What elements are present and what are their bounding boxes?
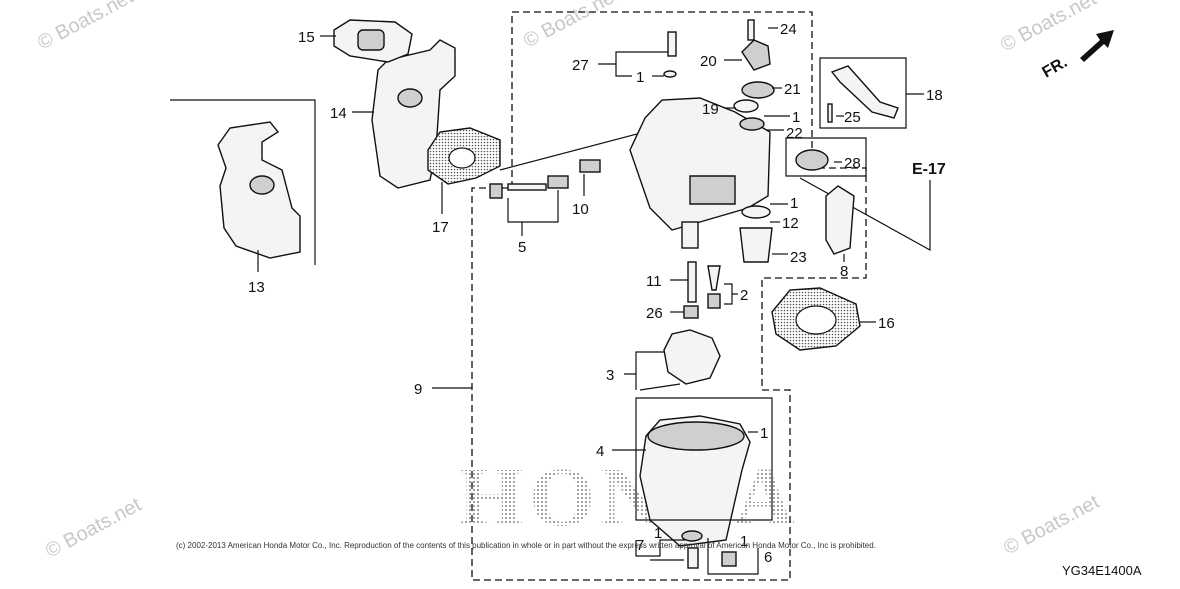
watermark-top-left: © Boats.net — [34, 0, 137, 54]
pin-25 — [827, 103, 833, 123]
o-ring-12 — [741, 205, 771, 219]
needle-2 — [707, 265, 721, 291]
gasket-15-port — [357, 29, 385, 51]
screw-5a — [489, 183, 503, 199]
label-17: 17 — [432, 219, 449, 236]
label-9: 9 — [414, 381, 422, 398]
part-8 — [825, 185, 855, 255]
lever-18 — [830, 65, 899, 119]
part-28 — [795, 149, 829, 171]
label-13: 13 — [248, 279, 265, 296]
label-8: 8 — [840, 263, 848, 280]
label-20: 20 — [700, 53, 717, 70]
label-1-d: 1 — [760, 425, 768, 442]
watermark-top-center: © Boats.net — [520, 0, 623, 52]
label-6: 6 — [764, 549, 772, 566]
label-1-b: 1 — [792, 109, 800, 126]
watermark-bottom-left: © Boats.net — [42, 494, 145, 563]
washer-7 — [681, 530, 703, 542]
part-21 — [741, 81, 775, 99]
part-22 — [739, 117, 765, 131]
label-11: 11 — [646, 273, 662, 290]
spring-26 — [683, 305, 699, 319]
label-26: 26 — [646, 305, 663, 322]
label-28: 28 — [844, 155, 861, 172]
bracket-14-hole — [397, 88, 423, 108]
watermark-bottom-right: © Boats.net — [1000, 491, 1103, 560]
label-12: 12 — [782, 215, 799, 232]
label-2: 2 — [740, 287, 748, 304]
label-16: 16 — [878, 315, 895, 332]
label-1-f: 1 — [740, 533, 748, 550]
spring-2 — [707, 293, 721, 309]
label-4: 4 — [596, 443, 604, 460]
direction-label: FR. — [1040, 54, 1071, 82]
gasket-17-hole — [448, 147, 476, 169]
label-3: 3 — [606, 367, 614, 384]
label-25: 25 — [844, 109, 861, 126]
washer-27 — [663, 70, 677, 78]
needle-11 — [687, 261, 697, 303]
leader-e17 — [799, 177, 931, 252]
bolt-7 — [687, 547, 699, 569]
screw-27 — [667, 31, 677, 57]
label-1-c: 1 — [790, 195, 798, 212]
part-20-cap — [741, 39, 771, 71]
diagram-code: YG34E1400A — [1062, 563, 1142, 578]
label-1-a: 1 — [636, 69, 644, 86]
leader-lines — [257, 27, 924, 575]
label-1-e: 1 — [654, 525, 662, 542]
forward-arrow-icon — [1080, 30, 1114, 62]
carburetor-throat — [689, 175, 736, 205]
label-10: 10 — [572, 201, 589, 218]
label-19: 19 — [702, 101, 719, 118]
label-23: 23 — [790, 249, 807, 266]
bolt-6 — [721, 551, 737, 567]
part-labels: 15 14 13 17 5 10 27 1 24 20 21 19 1 22 1… — [248, 21, 943, 566]
honda-brand-watermark: HONDA — [458, 451, 801, 544]
float-bowl-4 — [639, 415, 751, 547]
label-14: 14 — [330, 105, 347, 122]
label-21: 21 — [784, 81, 801, 98]
label-7: 7 — [636, 537, 644, 554]
float-bowl-rim — [647, 421, 745, 451]
part-23 — [739, 227, 773, 263]
watermark-top-right: © Boats.net — [997, 0, 1100, 56]
gasket-16-hole — [795, 305, 837, 335]
label-27: 27 — [572, 57, 589, 74]
screw-5c — [547, 175, 569, 189]
reference-e17: E-17 — [912, 161, 946, 178]
part-19 — [733, 99, 759, 113]
float-3 — [663, 329, 721, 385]
label-24: 24 — [780, 21, 797, 38]
screw-5b — [507, 183, 547, 191]
part-28-frame — [785, 137, 867, 177]
label-15: 15 — [298, 29, 315, 46]
part-18-frame — [819, 57, 907, 129]
bracket-13-hole — [249, 175, 275, 195]
copyright-notice: (c) 2002-2013 American Honda Motor Co., … — [176, 541, 876, 550]
screw-24 — [747, 19, 755, 41]
label-22: 22 — [786, 125, 803, 142]
screw-10 — [579, 159, 601, 173]
label-5: 5 — [518, 239, 526, 256]
bracket-13-frame — [170, 99, 316, 265]
leader-screw-line — [499, 127, 661, 171]
float-pin-3 — [639, 383, 681, 391]
carburetor-post — [681, 221, 699, 249]
label-18: 18 — [926, 87, 943, 104]
